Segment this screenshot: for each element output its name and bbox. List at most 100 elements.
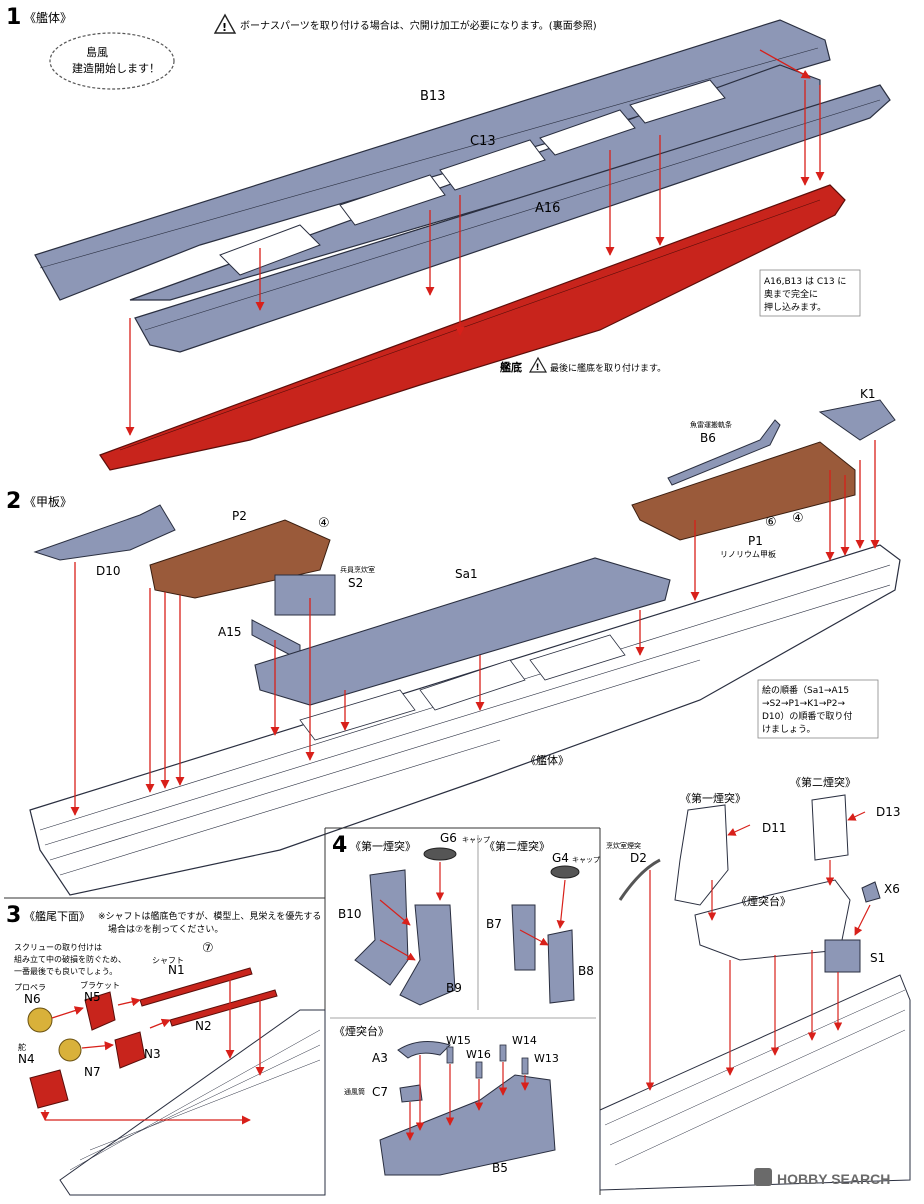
- label-sa1: Sa1: [455, 567, 478, 581]
- label-k1: K1: [860, 387, 876, 401]
- label-w13: W13: [534, 1052, 559, 1065]
- label-g6-sub: キャップ: [462, 836, 490, 844]
- part-b8: [547, 929, 575, 1004]
- label-hull: 《艦体》: [525, 753, 569, 767]
- part-c7: [399, 1084, 423, 1103]
- part-b6: [667, 419, 781, 486]
- order-note-4: けましょう。: [762, 724, 815, 735]
- part-n3: [114, 1031, 146, 1069]
- step1-number: 1: [6, 5, 21, 30]
- label-c7: C7: [372, 1085, 388, 1099]
- part-b9: [399, 904, 456, 1006]
- part-g6: [423, 847, 457, 861]
- screw-note-1: スクリューの取り付けは: [14, 942, 102, 952]
- part-s1: [824, 939, 861, 973]
- label-s2-sub: 兵員烹炊室: [340, 565, 375, 574]
- part-w15: [446, 1046, 454, 1064]
- hull-assembly: [29, 544, 901, 896]
- label-d2: D2: [630, 851, 647, 865]
- label-c7-sub: 通風筒: [344, 1087, 365, 1096]
- shaft-note-2: 場合は⑦を削ってください。: [108, 923, 223, 935]
- step4-title1: 《第一煙突》: [350, 839, 416, 853]
- part-hull-bottom: [99, 184, 846, 471]
- label-n5: N5: [84, 990, 101, 1004]
- label-hull-bottom: 艦底: [500, 360, 522, 374]
- deck-section: [599, 974, 911, 1191]
- part-w14: [499, 1044, 507, 1062]
- step4-title3: 《煙突台》: [334, 1024, 389, 1038]
- label-n1-sub: シャフト: [152, 956, 184, 965]
- press-note-3: 押し込みます。: [764, 301, 826, 313]
- shaft-note-1: ※シャフトは艦底色ですが、模型上、見栄えを優先する: [98, 910, 321, 922]
- hobbysearch-logo: HOBBY SEARCH: [754, 1168, 890, 1187]
- label-d13: D13: [876, 805, 901, 819]
- second-funnel: [811, 794, 849, 861]
- order-note-3: D10）の順番で取り付: [762, 710, 852, 722]
- label-b9: B9: [446, 981, 462, 995]
- press-note-box: [759, 269, 861, 317]
- label-circle7: ⑦: [202, 941, 214, 956]
- part-n4: [29, 1069, 69, 1109]
- label-circle4-b: ④: [792, 511, 804, 526]
- label-b5: B5: [492, 1161, 508, 1175]
- step4-title2: 《第二煙突》: [484, 839, 550, 853]
- screw-note-2: 組み立て中の破損を防ぐため、: [14, 954, 126, 964]
- label-b6-sub: 魚雷運搬軌条: [690, 420, 732, 429]
- step4-number: 4: [332, 833, 347, 858]
- order-note-box: [757, 679, 879, 739]
- label-circle4-a: ④: [318, 516, 330, 531]
- label-g4: G4: [552, 851, 569, 865]
- label-n7: N7: [84, 1065, 101, 1079]
- label-c13: C13: [470, 134, 496, 149]
- label-n2: N2: [195, 1019, 212, 1033]
- label-n1: N1: [168, 963, 185, 977]
- svg-text:HOBBY SEARCH: HOBBY SEARCH: [777, 1171, 890, 1187]
- part-n7: [58, 1038, 82, 1062]
- step3-title: 《艦尾下面》: [24, 909, 90, 923]
- part-k1: [818, 399, 896, 441]
- part-w13: [521, 1057, 529, 1075]
- part-b10: [354, 869, 409, 986]
- press-note-2: 奥まで完全に: [764, 288, 818, 300]
- stern-hull: [59, 1009, 326, 1196]
- press-note-1: A16,B13 は C13 に: [764, 276, 846, 287]
- label-p1-sub: リノリウム甲板: [720, 549, 776, 559]
- label-b10: B10: [338, 907, 362, 921]
- label-b6: B6: [700, 431, 716, 445]
- part-g4: [550, 865, 580, 879]
- label-first-funnel: 《第一煙突》: [680, 791, 746, 805]
- bonus-parts-note: ボーナスパーツを取り付ける場合は、穴開け加工が必要になります。(裏面参照): [240, 19, 597, 32]
- part-d2: [618, 858, 661, 901]
- label-x6: X6: [884, 882, 900, 896]
- order-note-1: 絵の順番（Sa1→A15: [762, 684, 849, 696]
- part-p2: [149, 519, 331, 599]
- part-s2: [274, 574, 336, 616]
- funnel-base: [694, 879, 851, 961]
- step3-number: 3: [6, 903, 21, 928]
- label-n6: N6: [24, 992, 41, 1006]
- part-n1: [139, 967, 253, 1007]
- speech-bubble: 島風 建造開始します！: [49, 32, 175, 90]
- label-n4-sub: 舵: [18, 1042, 26, 1052]
- part-b7: [511, 904, 536, 971]
- caution-icon: !: [528, 356, 548, 373]
- part-n6: [27, 1007, 53, 1033]
- first-funnel: [674, 804, 729, 906]
- step2-number: 2: [6, 489, 21, 514]
- caution-icon: !: [213, 13, 237, 34]
- label-a15: A15: [218, 625, 241, 639]
- label-d11: D11: [762, 821, 787, 835]
- label-w16: W16: [466, 1048, 491, 1061]
- bottom-last-note: 最後に艦底を取り付けます。: [550, 362, 666, 374]
- svg-text:!: !: [536, 363, 540, 373]
- label-d2-sub: 烹炊室煙突: [606, 841, 641, 850]
- label-p1: P1: [748, 534, 763, 548]
- label-p2: P2: [232, 509, 247, 523]
- label-circle6: ⑥: [765, 515, 777, 530]
- part-a16: [134, 84, 891, 353]
- part-n5: [84, 991, 116, 1031]
- label-b8: B8: [578, 964, 594, 978]
- label-g4-sub: キャップ: [572, 856, 600, 864]
